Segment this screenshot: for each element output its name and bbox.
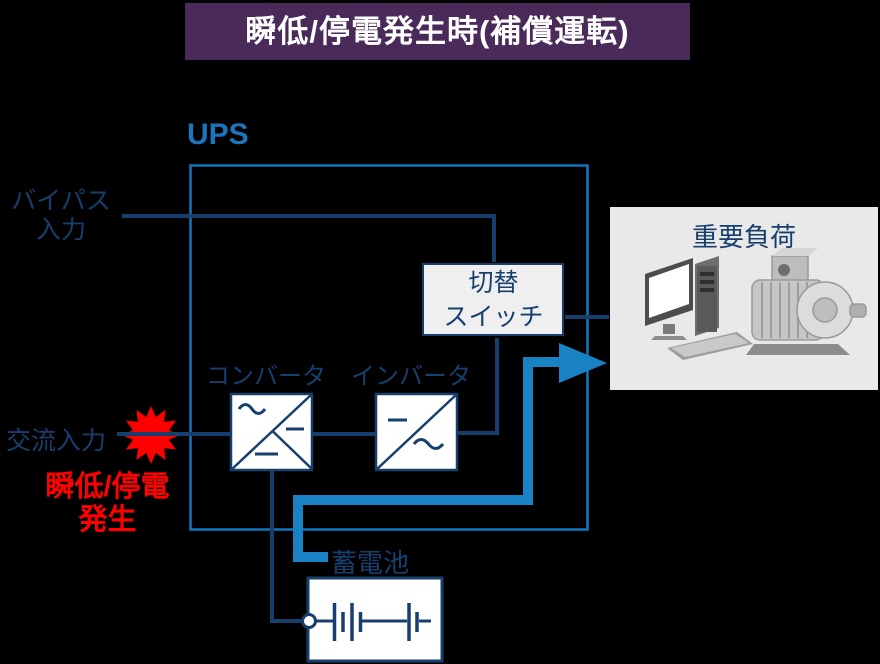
bypass-line — [122, 214, 496, 262]
inverter-box — [374, 392, 459, 472]
converter-box — [229, 392, 314, 472]
arrowhead-icon — [559, 343, 607, 383]
converter-ac-tilde-icon — [237, 403, 267, 415]
page-title: 瞬低/停電発生時(補償運転) — [245, 14, 630, 49]
critical-load-label: 重要負荷 — [691, 222, 796, 252]
ups-label: UPS — [187, 118, 249, 151]
battery-discharge-arrow — [293, 343, 607, 562]
electric-motor-icon — [746, 248, 867, 355]
transfer-switch-box — [422, 263, 564, 336]
inverter-output-line — [457, 338, 499, 435]
transfer-switch-label-line1: 切替 — [468, 269, 519, 297]
fault-label-line1: 瞬低/停電 — [45, 471, 170, 503]
transfer-switch-label: 切替 スイッチ — [422, 263, 565, 337]
battery-cells-icon — [316, 603, 431, 641]
transfer-switch-label-line2: スイッチ — [443, 303, 544, 331]
bypass-input-label: バイパス 入力 — [6, 187, 116, 245]
battery-label: 蓄電池 — [331, 548, 410, 578]
battery-node-circle — [301, 613, 317, 629]
ac-input-label: 交流入力 — [6, 427, 107, 455]
converter-label: コンバータ — [206, 363, 326, 390]
fault-label-line2: 発生 — [78, 504, 137, 536]
battery-box — [301, 576, 444, 663]
title-banner — [185, 3, 690, 60]
inverter-label: インバータ — [351, 363, 471, 390]
fault-occurred-label: 瞬低/停電 発生 — [25, 471, 190, 537]
desktop-computer-icon — [645, 256, 753, 360]
inverter-ac-tilde-icon — [412, 438, 445, 450]
bypass-input-label-line2: 入力 — [35, 216, 86, 244]
battery-feed-line — [270, 470, 301, 623]
bypass-input-label-line1: バイパス — [11, 187, 111, 215]
ups-box — [189, 164, 589, 531]
